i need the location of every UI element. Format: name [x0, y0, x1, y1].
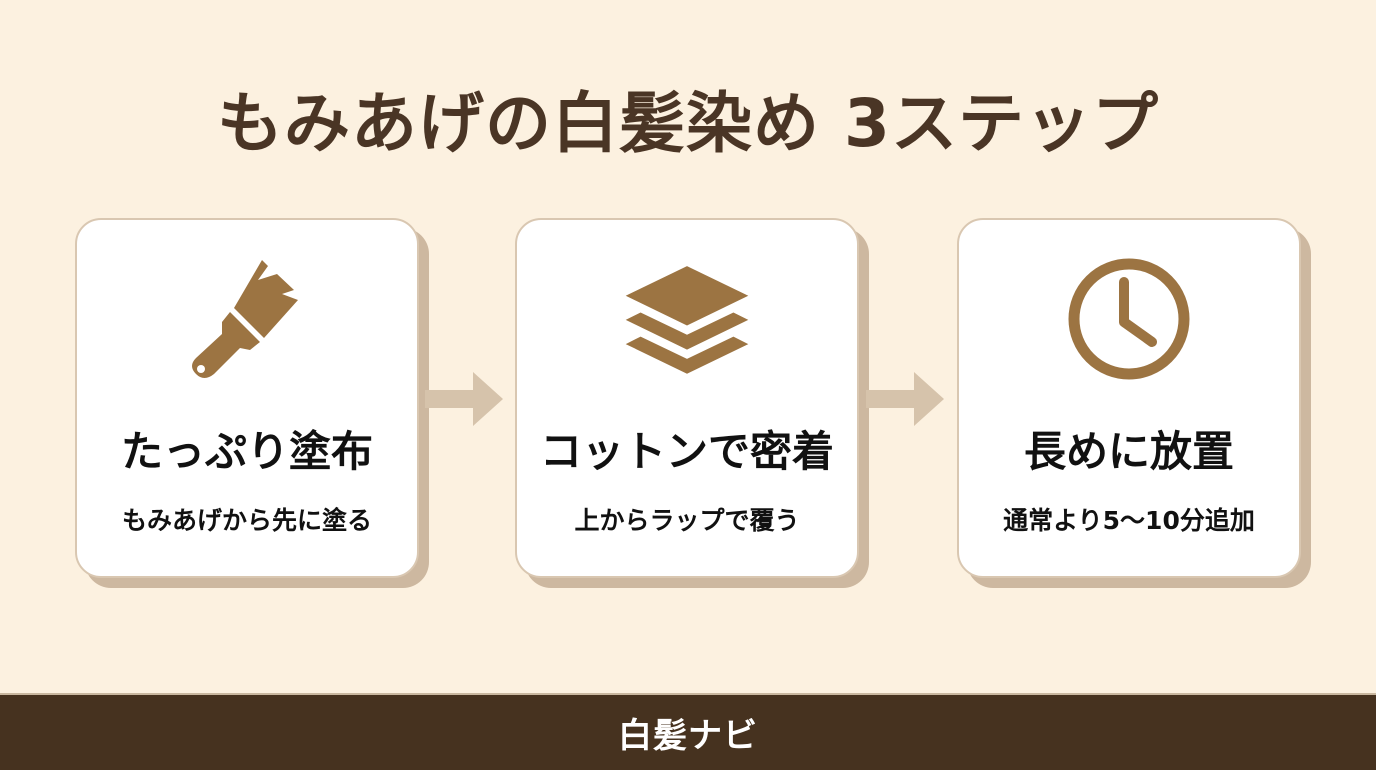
- arrow-right-icon: [425, 368, 505, 430]
- paintbrush-icon: [182, 254, 312, 384]
- footer-band: 白髪ナビ: [0, 693, 1376, 770]
- step-subtitle: 通常より5〜10分追加: [1003, 506, 1255, 535]
- step-subtitle: 上からラップで覆う: [574, 506, 800, 535]
- arrow-right-icon: [866, 368, 946, 430]
- step-subtitle: もみあげから先に塗る: [121, 506, 372, 535]
- brand-label: 白髪ナビ: [618, 716, 758, 756]
- card-body: コットンで密着 上からラップで覆う: [515, 218, 859, 578]
- step-title: コットンで密着: [539, 427, 834, 476]
- page-title: もみあげの白髪染め 3ステップ: [217, 85, 1159, 162]
- step-card-3: 長めに放置 通常より5〜10分追加: [957, 218, 1311, 588]
- step-title: たっぷり塗布: [120, 427, 373, 476]
- step-card-1: たっぷり塗布 もみあげから先に塗る: [75, 218, 429, 588]
- card-body: たっぷり塗布 もみあげから先に塗る: [75, 218, 419, 578]
- card-body: 長めに放置 通常より5〜10分追加: [957, 218, 1301, 578]
- layers-icon: [622, 254, 752, 384]
- step-card-2: コットンで密着 上からラップで覆う: [515, 218, 869, 588]
- step-title: 長めに放置: [1023, 427, 1234, 476]
- clock-icon: [1064, 254, 1194, 384]
